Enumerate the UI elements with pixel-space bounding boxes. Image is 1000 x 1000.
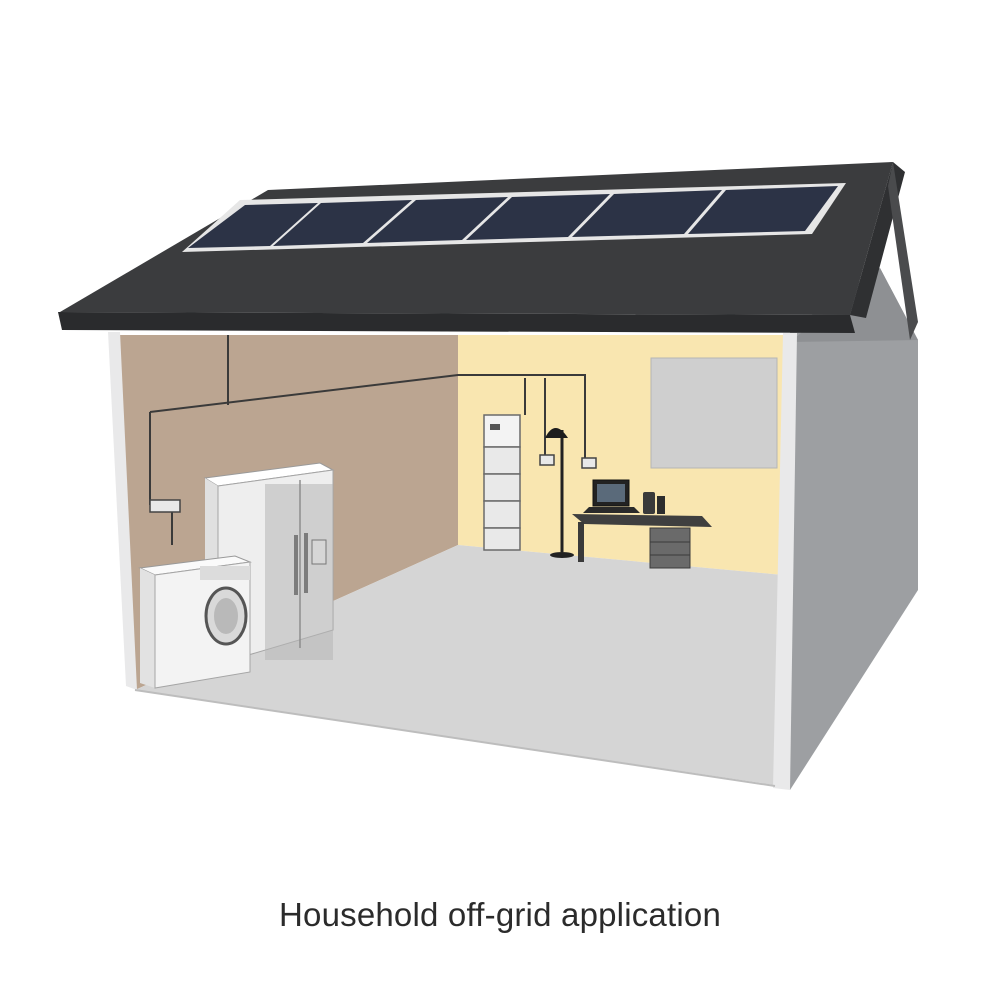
- kettle-icon: [643, 492, 665, 514]
- roof-eave-right: [888, 162, 918, 340]
- solar-panel-2: [273, 200, 412, 246]
- floor-lamp-icon: [545, 428, 574, 558]
- caption: Household off-grid application: [278, 896, 721, 933]
- solar-panel-6: [688, 186, 838, 234]
- washing-machine-icon: [138, 555, 252, 689]
- solar-panel-1: [188, 203, 318, 248]
- floor-front-edge: [134, 689, 776, 787]
- solar-panel-5: [572, 190, 722, 237]
- laptop-icon: [583, 479, 640, 513]
- right-exterior-wall: [790, 268, 918, 790]
- wall-board: [650, 357, 778, 469]
- front-cut-edge: [773, 333, 797, 790]
- desk-icon: [572, 514, 712, 569]
- solar-panel-array: [182, 183, 846, 252]
- battery-stack-icon: [483, 414, 521, 551]
- solar-panel-3: [367, 197, 508, 243]
- left-cut-edge: [108, 332, 137, 690]
- roof-front-edge: [58, 312, 855, 333]
- house-illustration: [58, 162, 918, 790]
- solar-panel-4: [466, 194, 610, 240]
- floor: [135, 545, 783, 785]
- power-socket-icon: [149, 454, 597, 513]
